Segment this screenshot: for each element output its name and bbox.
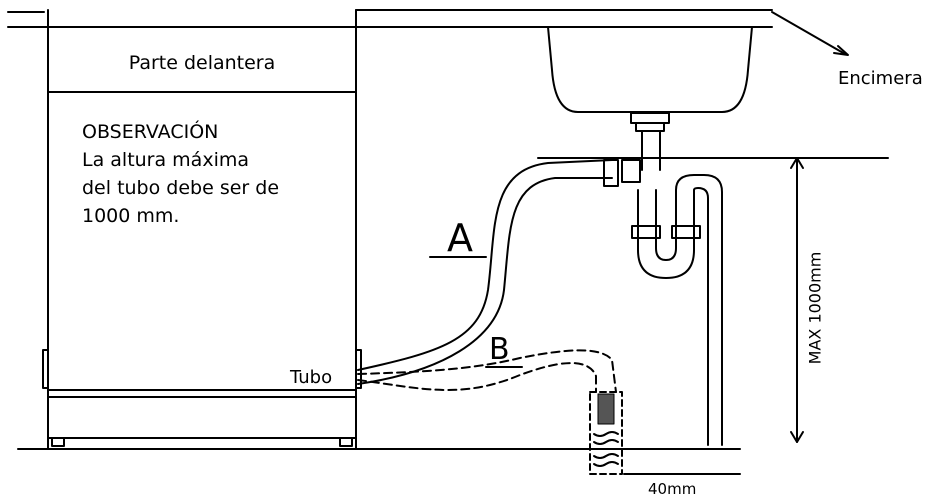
drain-filter	[597, 393, 615, 425]
dishwasher-body	[42, 9, 362, 449]
sink-basin	[547, 26, 753, 132]
hose-label: Tubo	[290, 367, 333, 388]
note-title: OBSERVACIÓN	[82, 121, 219, 143]
max-height-label: MAX 1000mm	[805, 251, 825, 365]
drain-trap	[621, 130, 723, 446]
note-line: 1000 mm.	[82, 205, 180, 227]
floor-drain-pipe	[589, 391, 623, 475]
max-height-dimension	[790, 157, 804, 443]
option-a-label: A	[447, 216, 473, 260]
hose-a	[357, 159, 619, 385]
note-block: OBSERVACIÓN La altura máxima del tubo de…	[82, 118, 279, 230]
countertop-label: Encimera	[838, 68, 923, 89]
pipe-depth-label: 40mm	[648, 480, 697, 498]
front-label: Parte delantera	[128, 52, 276, 74]
note-line: del tubo debe ser de	[82, 177, 280, 199]
hose-b	[357, 349, 617, 393]
note-line: La altura máxima	[82, 149, 250, 171]
countertop	[7, 9, 849, 56]
option-b-label: B	[489, 332, 510, 367]
